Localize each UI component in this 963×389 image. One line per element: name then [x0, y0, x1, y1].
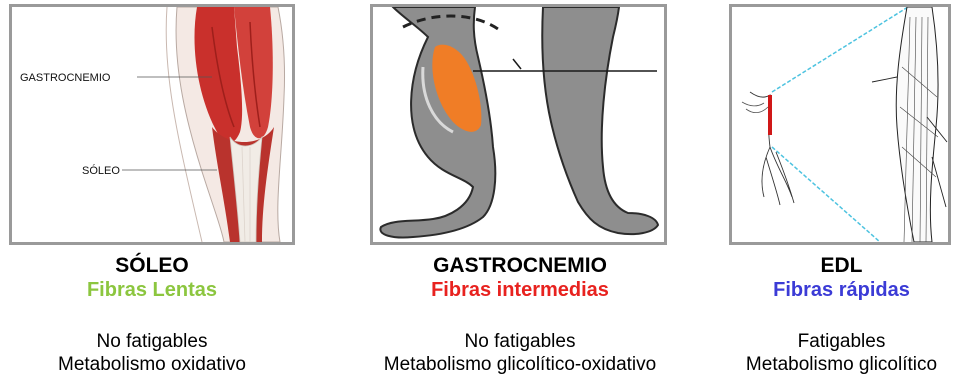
- gastrocnemius-caption: GASTROCNEMIO Fibras intermedias No fatig…: [320, 254, 720, 376]
- fatigue-text: Fatigables: [720, 330, 963, 353]
- metabolism-text: Metabolismo glicolítico-oxidativo: [320, 353, 720, 376]
- label-gastrocnemio: GASTROCNEMIO: [20, 72, 111, 84]
- fatigue-text: No fatigables: [320, 330, 720, 353]
- edl-image-frame: [729, 4, 951, 245]
- rodent-legs-illustration: [373, 7, 664, 242]
- fiber-type: Fibras intermedias: [320, 278, 720, 302]
- soleus-image-frame: GASTROCNEMIO SÓLEO: [9, 4, 295, 245]
- metabolism-text: Metabolismo glicolítico: [720, 353, 963, 376]
- muscle-name: GASTROCNEMIO: [320, 254, 720, 278]
- muscle-name: EDL: [720, 254, 963, 278]
- edl-muscle-sketch: [732, 7, 948, 242]
- fiber-type: Fibras rápidas: [720, 278, 963, 302]
- label-soleo: SÓLEO: [82, 164, 120, 177]
- leg-muscles-illustration: GASTROCNEMIO SÓLEO: [12, 7, 292, 242]
- soleus-caption: SÓLEO Fibras Lentas No fatigables Metabo…: [9, 254, 295, 376]
- fiber-type: Fibras Lentas: [9, 278, 295, 302]
- metabolism-text: Metabolismo oxidativo: [9, 353, 295, 376]
- edl-caption: EDL Fibras rápidas Fatigables Metabolism…: [720, 254, 963, 376]
- muscle-name: SÓLEO: [9, 254, 295, 278]
- fatigue-text: No fatigables: [9, 330, 295, 353]
- gastrocnemius-image-frame: [370, 4, 667, 245]
